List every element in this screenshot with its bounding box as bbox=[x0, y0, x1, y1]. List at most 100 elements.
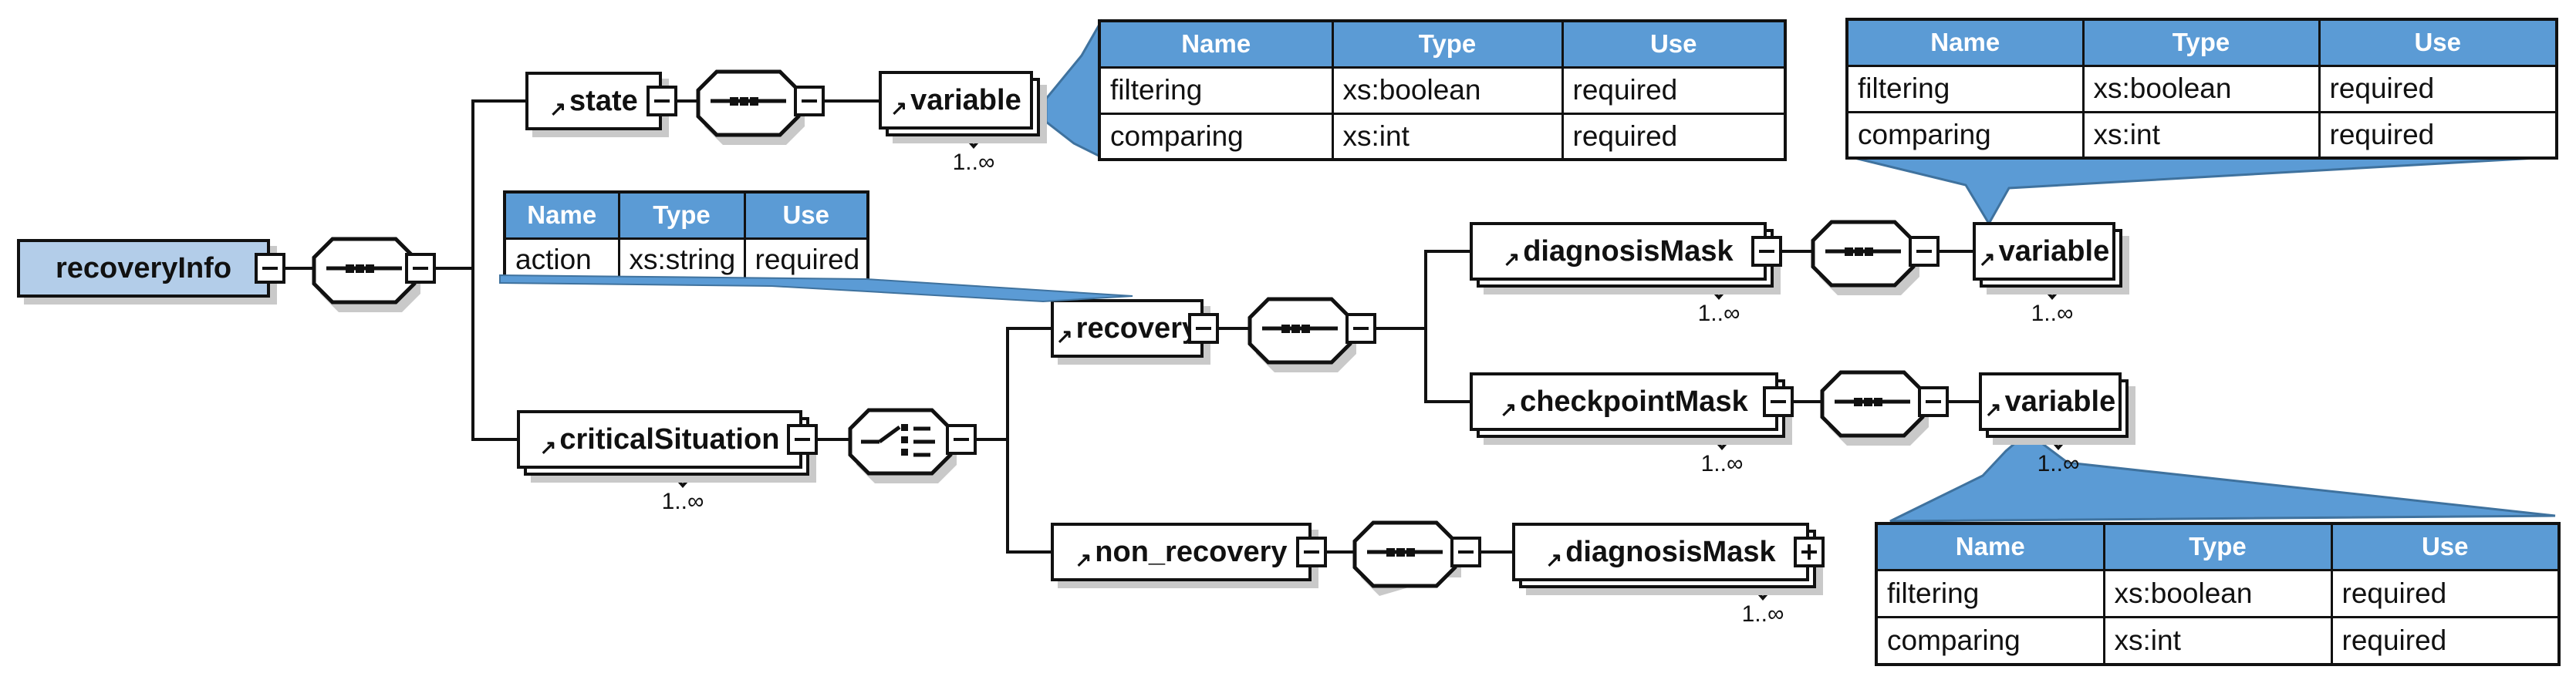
table-cell: xs:string bbox=[617, 237, 746, 283]
table-cell: comparing bbox=[1845, 110, 2085, 160]
table-cell: filtering bbox=[1098, 66, 1334, 115]
expand-toggle[interactable] bbox=[1794, 537, 1825, 567]
table-header-cell: Use bbox=[743, 190, 869, 240]
element-box-diagnosismask-nonrecovery[interactable]: ↗ diagnosisMask bbox=[1512, 523, 1809, 581]
sequence-compositor-icon bbox=[1247, 297, 1356, 372]
table-cell: required bbox=[1561, 66, 1787, 115]
table-cell: filtering bbox=[1875, 568, 2105, 618]
collapse-toggle[interactable] bbox=[787, 424, 818, 455]
element-box-diagnosismask-recovery[interactable]: ↗ diagnosisMask bbox=[1470, 222, 1767, 281]
collapse-toggle[interactable] bbox=[1909, 236, 1940, 267]
table-cell: xs:int bbox=[2102, 615, 2333, 666]
collapse-toggle[interactable] bbox=[1751, 236, 1782, 267]
reference-arrow-icon: ↗ bbox=[539, 435, 557, 459]
element-label: variable bbox=[1998, 234, 2110, 268]
element-box-non-recovery[interactable]: ↗ non_recovery bbox=[1051, 523, 1312, 581]
table-header-cell: Name bbox=[503, 190, 620, 240]
table-cell: required bbox=[2330, 615, 2561, 666]
table-cell: required bbox=[2318, 110, 2558, 160]
occurrence-label: 1..∞ bbox=[1741, 601, 1784, 627]
table-cell: action bbox=[503, 237, 620, 283]
element-box-state[interactable]: ↗ state bbox=[525, 72, 662, 130]
element-label: state bbox=[569, 84, 638, 117]
table-row: comparing xs:int required bbox=[1098, 112, 1787, 161]
collapse-toggle[interactable] bbox=[1450, 537, 1481, 567]
element-box-recoveryinfo[interactable]: recoveryInfo bbox=[17, 239, 270, 298]
sequence-compositor-icon bbox=[1811, 220, 1919, 295]
collapse-toggle[interactable] bbox=[1763, 386, 1794, 417]
element-box-variable-diagnosismask[interactable]: ↗ variable bbox=[1973, 222, 2115, 281]
element-label: diagnosisMask bbox=[1565, 535, 1776, 568]
collapse-toggle[interactable] bbox=[1188, 313, 1219, 344]
element-box-variable-checkpointmask[interactable]: ↗ variable bbox=[1979, 372, 2122, 431]
table-row: action xs:string required bbox=[503, 237, 869, 283]
table-cell: xs:int bbox=[2081, 110, 2321, 160]
element-box-recovery[interactable]: ↗ recovery bbox=[1051, 299, 1204, 358]
collapse-toggle[interactable] bbox=[405, 253, 436, 284]
reference-arrow-icon: ↗ bbox=[890, 96, 908, 119]
table-header-cell: Name bbox=[1875, 522, 2105, 571]
sequence-compositor-icon bbox=[1352, 520, 1461, 596]
table-header-cell: Use bbox=[2318, 18, 2558, 67]
table-header-cell: Type bbox=[2102, 522, 2333, 571]
table-header-cell: Use bbox=[2330, 522, 2561, 571]
collapse-toggle[interactable] bbox=[1918, 386, 1949, 417]
table-header-cell: Type bbox=[2081, 18, 2321, 67]
element-label: diagnosisMask bbox=[1523, 234, 1734, 268]
reference-arrow-icon: ↗ bbox=[549, 96, 567, 120]
table-cell: xs:boolean bbox=[2081, 64, 2321, 113]
element-box-criticalsituation[interactable]: ↗ criticalSituation bbox=[517, 410, 802, 469]
table-header-cell: Name bbox=[1098, 19, 1334, 69]
table-row: comparing xs:int required bbox=[1845, 110, 2558, 160]
reference-arrow-icon: ↗ bbox=[1055, 324, 1073, 348]
table-row: filtering xs:boolean required bbox=[1845, 64, 2558, 113]
table-header-cell: Name bbox=[1845, 18, 2085, 67]
element-label: non_recovery bbox=[1095, 535, 1288, 568]
occurrence-label: 1..∞ bbox=[2031, 301, 2074, 326]
sequence-compositor-icon bbox=[696, 69, 805, 145]
reference-arrow-icon: ↗ bbox=[1978, 247, 1996, 271]
element-label: variable bbox=[2004, 385, 2116, 418]
reference-arrow-icon: ↗ bbox=[1984, 397, 2002, 421]
table-cell: required bbox=[2330, 568, 2561, 618]
collapse-toggle[interactable] bbox=[794, 86, 825, 116]
occurrence-label: 1..∞ bbox=[2037, 451, 2080, 476]
element-label: recovery bbox=[1075, 311, 1199, 345]
element-box-variable-state[interactable]: ↗ variable bbox=[879, 71, 1033, 130]
reference-arrow-icon: ↗ bbox=[1500, 397, 1518, 421]
table-cell: xs:boolean bbox=[2102, 568, 2333, 618]
callout-pointer-action bbox=[499, 274, 1133, 303]
connector-lines bbox=[285, 99, 1979, 554]
collapse-toggle[interactable] bbox=[255, 253, 285, 284]
table-cell: comparing bbox=[1875, 615, 2105, 666]
callout-pointer-checkpoint-variable bbox=[1889, 431, 2556, 523]
table-cell: xs:int bbox=[1331, 112, 1564, 161]
collapse-toggle[interactable] bbox=[1296, 537, 1327, 567]
table-cell: required bbox=[743, 237, 869, 283]
table-row: comparing xs:int required bbox=[1875, 615, 2561, 666]
table-cell: required bbox=[1561, 112, 1787, 161]
element-box-checkpointmask[interactable]: ↗ checkpointMask bbox=[1470, 372, 1778, 431]
collapse-toggle[interactable] bbox=[946, 424, 977, 455]
sequence-compositor-icon bbox=[1820, 370, 1929, 446]
reference-arrow-icon: ↗ bbox=[1075, 547, 1092, 571]
collapse-toggle[interactable] bbox=[1345, 313, 1376, 344]
choice-compositor-icon bbox=[848, 408, 957, 483]
attribute-table-diagnosis-variable: Name Type Use filtering xs:boolean requi… bbox=[1845, 18, 2558, 160]
element-label: criticalSituation bbox=[559, 422, 780, 456]
table-header-cell: Type bbox=[617, 190, 746, 240]
table-row: filtering xs:boolean required bbox=[1098, 66, 1787, 115]
reference-arrow-icon: ↗ bbox=[1545, 547, 1563, 571]
table-cell: filtering bbox=[1845, 64, 2085, 113]
occurrence-label: 1..∞ bbox=[661, 489, 704, 514]
occurrence-label: 1..∞ bbox=[1697, 301, 1740, 326]
attribute-table-checkpoint-variable: Name Type Use filtering xs:boolean requi… bbox=[1875, 522, 2561, 666]
reference-arrow-icon: ↗ bbox=[1503, 247, 1521, 271]
element-label: checkpointMask bbox=[1520, 385, 1748, 418]
table-cell: xs:boolean bbox=[1331, 66, 1564, 115]
collapse-toggle[interactable] bbox=[647, 86, 677, 116]
occurrence-label: 1..∞ bbox=[1700, 451, 1744, 476]
